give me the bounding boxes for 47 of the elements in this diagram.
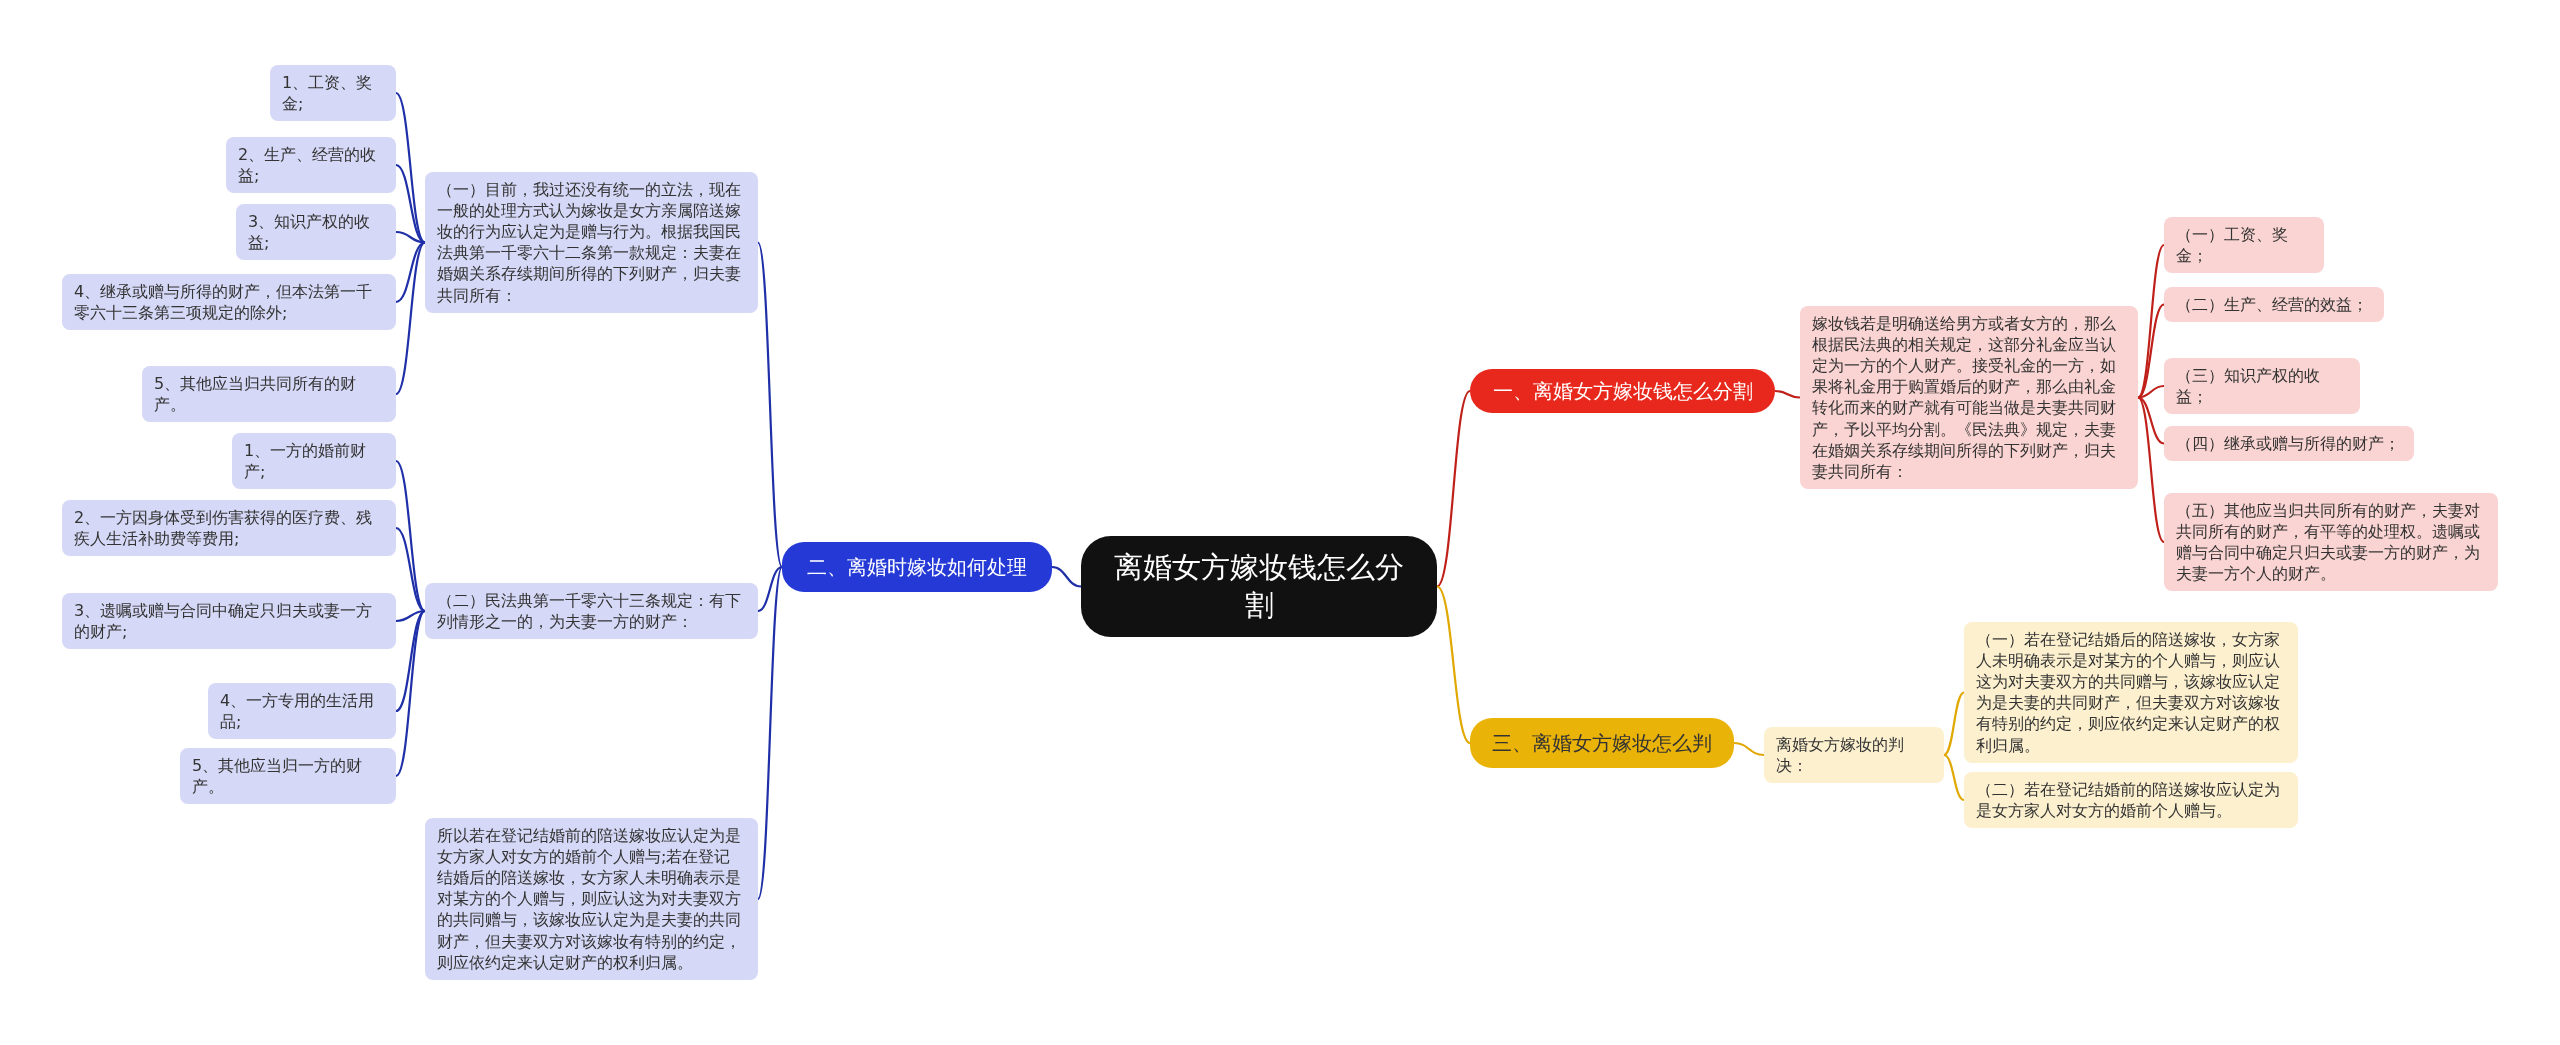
connector-line xyxy=(2137,396,2165,445)
connector-line xyxy=(395,164,426,244)
topic-box: 2、生产、经营的收益; xyxy=(226,137,396,194)
topic-box: （一）工资、奖金； xyxy=(2164,217,2324,274)
topic-box: 5、其他应当归一方的财产。 xyxy=(180,748,396,805)
connector-line xyxy=(395,241,426,395)
connector-line xyxy=(1436,390,1471,588)
connector-line xyxy=(1733,741,1765,757)
connector-line xyxy=(395,92,426,244)
topic-box: （五）其他应当归共同所有的财产，夫妻对共同所有的财产，有平等的处理权。遗嘱或赠与合同中确定只归夫或妻一方的财产，为夫妻一方个人的财产。 xyxy=(2164,493,2498,592)
topic-box: 1、工资、奖金; xyxy=(270,65,396,122)
connector-line xyxy=(757,566,783,900)
topic-box: （二）民法典第一千零六十三条规定：有下列情形之一的，为夫妻一方的财产： xyxy=(425,583,758,640)
connector-line xyxy=(1943,754,1965,801)
topic-box: （四）继承或赠与所得的财产； xyxy=(2164,426,2414,462)
topic-box: 嫁妆钱若是明确送给男方或者女方的，那么根据民法典的相关规定，这部分礼金应当认定为一方的个人财产。接受礼金的一方，如果将礼金用于购置婚后的财产，那么由礼金转化而来的财产就有可能当做是夫妻共同财产，予以平均分割。《民法典》规定，夫妻在婚姻关系存续期间所得的下列财产，归夫妻共同所有： xyxy=(1800,306,2138,489)
topic-box: （二）生产、经营的效益； xyxy=(2164,287,2384,323)
topic-box: 4、继承或赠与所得的财产，但本法第一千零六十三条第三项规定的除外; xyxy=(62,274,396,331)
topic-box: （一）目前，我过还没有统一的立法，现在一般的处理方式认为嫁妆是女方亲属陪送嫁妆的行为应认定为是赠与行为。根据我国民法典第一千零六十二条第一款规定：夫妻在婚姻关系存续期间所得的下列财产，归夫妻共同所有： xyxy=(425,172,758,313)
connector-line xyxy=(1051,565,1082,588)
topic-box: 3、遗嘱或赠与合同中确定只归夫或妻一方的财产; xyxy=(62,593,396,650)
topic-box: （一）若在登记结婚后的陪送嫁妆，女方家人未明确表示是对某方的个人赠与，则应认这为对夫妻双方的共同赠与，该嫁妆应认定为是夫妻的共同财产，但夫妻双方对该嫁妆有特别的约定，则应依约定来认定财产的权利归属。 xyxy=(1964,622,2298,763)
connector-line xyxy=(395,241,426,304)
connector-line xyxy=(757,242,783,568)
connector-line xyxy=(757,565,783,613)
topic-box: （三）知识产权的收益； xyxy=(2164,358,2360,415)
connector-line xyxy=(2137,396,2165,543)
connector-line xyxy=(2137,244,2165,399)
connector-line xyxy=(2137,303,2165,399)
topic-box: 4、一方专用的生活用品; xyxy=(208,683,396,740)
connector-line xyxy=(1436,585,1471,744)
topic-box: 离婚女方嫁妆的判决： xyxy=(1764,727,1944,784)
connector-line xyxy=(1774,389,1801,399)
topic-box: 所以若在登记结婚前的陪送嫁妆应认定为是女方家人对女方的婚前个人赠与;若在登记结婚后的陪送嫁妆，女方家人未明确表示是对某方的个人赠与，则应认这为对夫妻双方的共同赠与，该嫁妆应认定为是夫妻的共同财产，但夫妻双方对该嫁妆有特别的约定，则应依约定来认定财产的权利归属。 xyxy=(425,818,758,980)
connector-line xyxy=(395,527,426,612)
connector-line xyxy=(1943,691,1965,756)
topic-box: 1、一方的婚前财产; xyxy=(232,433,396,490)
topic-box: 3、知识产权的收益; xyxy=(236,204,396,261)
central-topic: 离婚女方嫁妆钱怎么分割 xyxy=(1081,536,1437,637)
branch-topic: 二、离婚时嫁妆如何处理 xyxy=(782,542,1052,593)
connector-line xyxy=(395,610,426,777)
branch-topic: 三、离婚女方嫁妆怎么判 xyxy=(1470,718,1734,769)
topic-box: 2、一方因身体受到伤害获得的医疗费、残疾人生活补助费等费用; xyxy=(62,500,396,557)
connector-line xyxy=(395,460,426,612)
topic-box: （二）若在登记结婚前的陪送嫁妆应认定为是女方家人对女方的婚前个人赠与。 xyxy=(1964,772,2298,829)
branch-topic: 一、离婚女方嫁妆钱怎么分割 xyxy=(1470,369,1775,414)
topic-box: 5、其他应当归共同所有的财产。 xyxy=(142,366,396,423)
